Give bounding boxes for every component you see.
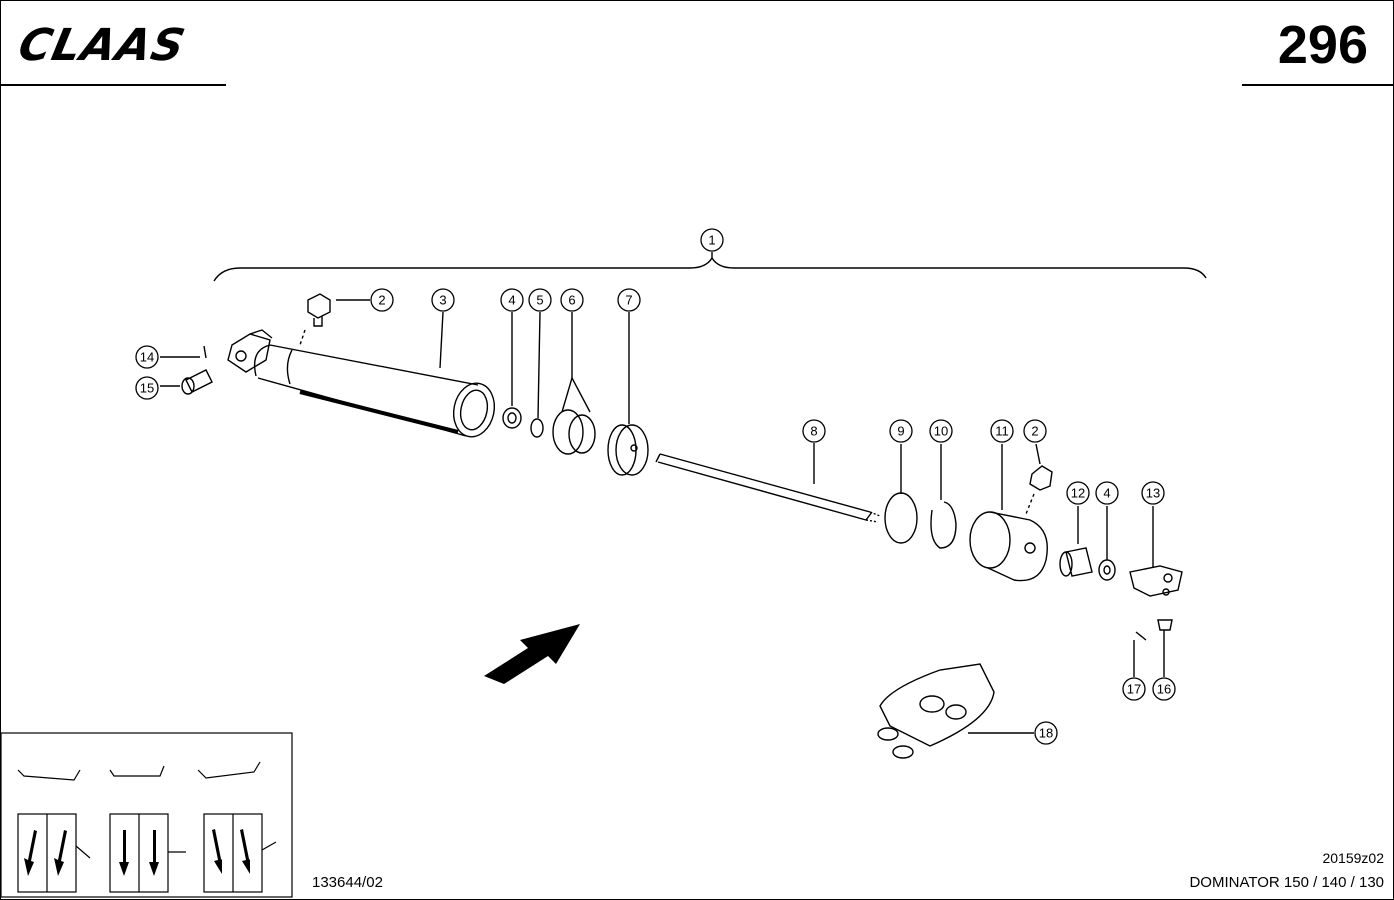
callout-label: 2	[1031, 424, 1038, 439]
callout-2: 2	[1023, 419, 1047, 443]
callout-14: 14	[135, 345, 159, 369]
nut-a	[502, 407, 522, 429]
split-pin	[203, 345, 207, 359]
callout-1: 1	[700, 228, 724, 252]
callout-10: 10	[929, 419, 953, 443]
callout-4: 4	[1095, 481, 1119, 505]
rod-eye	[1129, 565, 1183, 597]
bushing	[1059, 547, 1093, 577]
callout-7: 7	[617, 288, 641, 312]
callout-label: 2	[378, 293, 385, 308]
callout-6: 6	[560, 288, 584, 312]
o-ring	[884, 492, 918, 544]
barrel-clevis	[227, 329, 273, 373]
breather-valve-b	[1029, 465, 1053, 491]
leader-2a-dash	[299, 329, 306, 346]
clevis-pin	[181, 369, 213, 395]
nut-b	[1098, 559, 1116, 581]
piston-rod	[655, 453, 881, 523]
callout-label: 7	[625, 293, 632, 308]
cylinder-head	[969, 511, 1048, 582]
callout-label: 11	[995, 424, 1009, 439]
callout-16: 16	[1152, 677, 1176, 701]
callout-label: 3	[439, 293, 446, 308]
inset-header-a	[17, 769, 81, 781]
leader-2b	[1035, 443, 1041, 465]
callout-label: 4	[508, 293, 515, 308]
leader-5	[537, 311, 541, 419]
rod-eye-pin	[1157, 619, 1173, 648]
reference-number: 133644/02	[312, 874, 383, 891]
backup-ring	[930, 501, 957, 549]
leader-6c	[571, 377, 591, 413]
breather-valve-a	[307, 293, 331, 327]
drawing-number: 20159z02	[1322, 850, 1384, 866]
callout-5: 5	[528, 288, 552, 312]
model-designation: DOMINATOR 150 / 140 / 130	[1189, 874, 1384, 891]
cylinder-barrel	[253, 344, 496, 438]
callout-label: 10	[934, 424, 948, 439]
callout-label: 9	[897, 424, 904, 439]
callout-15: 15	[135, 376, 159, 400]
callout-label: 8	[810, 424, 817, 439]
callout-17: 17	[1122, 677, 1146, 701]
leader-6b	[561, 377, 573, 413]
leader-3	[439, 311, 444, 369]
callout-11: 11	[990, 419, 1014, 443]
clip	[1135, 631, 1147, 641]
callout-8: 8	[802, 419, 826, 443]
callout-label: 12	[1071, 486, 1085, 501]
callout-4: 4	[500, 288, 524, 312]
inset-header-c	[197, 761, 261, 779]
wiper-seal	[552, 409, 596, 455]
callout-label: 15	[140, 381, 154, 396]
inset-header-b	[109, 765, 165, 777]
assembly-brace	[213, 256, 1207, 282]
callout-label: 18	[1039, 726, 1053, 741]
callout-label: 13	[1146, 486, 1160, 501]
leader-2b-dash	[1025, 493, 1035, 515]
direction-arrow	[484, 624, 580, 684]
callout-label: 16	[1157, 682, 1171, 697]
callout-9: 9	[889, 419, 913, 443]
callout-13: 13	[1141, 481, 1165, 505]
callout-label: 1	[708, 233, 715, 248]
seal-kit-bag	[877, 663, 995, 759]
inset-arrows	[24, 829, 250, 876]
header-rule-left	[0, 84, 226, 86]
callout-label: 14	[140, 350, 154, 365]
piston	[607, 424, 649, 476]
callout-label: 6	[568, 293, 575, 308]
washer	[530, 418, 544, 438]
header-rule-right	[1242, 84, 1394, 86]
callout-2: 2	[370, 288, 394, 312]
callout-label: 5	[536, 293, 543, 308]
callout-label: 4	[1103, 486, 1110, 501]
callout-12: 12	[1066, 481, 1090, 505]
view-inset-panel	[0, 732, 293, 898]
page-number: 296	[1277, 15, 1368, 75]
callout-label: 17	[1127, 682, 1141, 697]
callout-3: 3	[431, 288, 455, 312]
callout-18: 18	[1034, 721, 1058, 745]
